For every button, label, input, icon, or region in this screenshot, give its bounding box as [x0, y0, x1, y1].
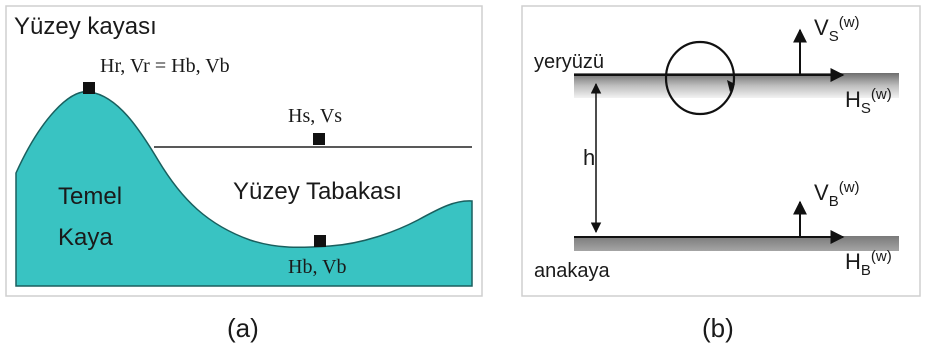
particle-orbit — [664, 40, 736, 116]
panel-a-title: Yüzey kayası — [14, 13, 157, 40]
bedrock-label-line2: Kaya — [58, 224, 113, 251]
surface-label: yeryüzü — [534, 51, 604, 73]
layer-label: Yüzey Tabakası — [233, 178, 402, 205]
panel-a: Yüzey kayası Hr, Vr = Hb, Vb Hs, Vs Teme… — [5, 5, 483, 343]
surface-marker — [313, 133, 325, 145]
thickness-label: h — [583, 145, 595, 170]
peak-marker — [83, 82, 95, 94]
bedrock-label: anakaya — [534, 260, 610, 282]
panel-b: yeryüzü anakaya h VS(w) HS(w) VB(w) HB(w… — [521, 5, 921, 343]
orbit-arrowhead — [727, 80, 735, 92]
bottom-point-label: Hb, Vb — [288, 256, 347, 278]
hs-label: HS(w) — [845, 86, 892, 117]
panel-b-caption: (b) — [702, 313, 734, 343]
panel-a-caption: (a) — [227, 313, 259, 343]
surface-band — [574, 73, 899, 98]
bedrock-band — [574, 236, 899, 251]
vs-label: VS(w) — [814, 14, 860, 45]
bottom-marker — [314, 235, 326, 247]
hb-label: HB(w) — [845, 248, 892, 279]
vb-label: VB(w) — [814, 179, 860, 210]
peak-label: Hr, Vr = Hb, Vb — [100, 55, 230, 77]
bedrock-label-line1: Temel — [58, 183, 122, 210]
surface-point-label: Hs, Vs — [288, 105, 342, 127]
